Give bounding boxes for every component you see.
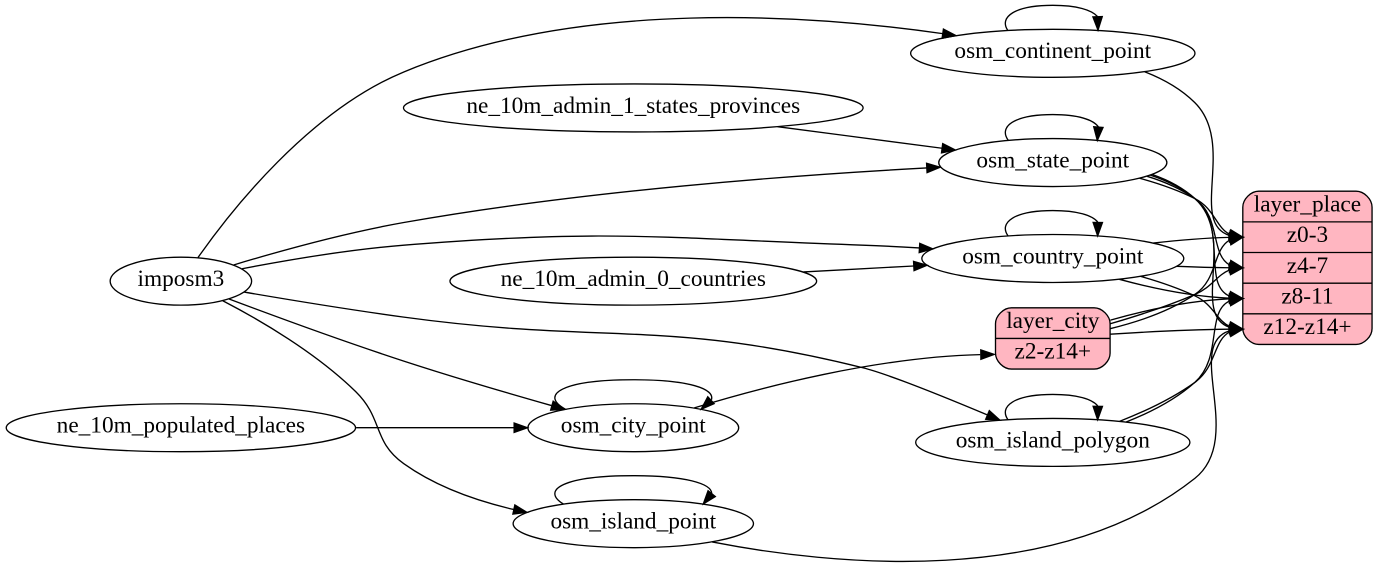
svg-text:osm_continent_point: osm_continent_point	[954, 38, 1151, 64]
svg-text:osm_city_point: osm_city_point	[561, 413, 706, 439]
svg-text:z8-11: z8-11	[1281, 283, 1333, 309]
svg-text:ne_10m_admin_1_states_province: ne_10m_admin_1_states_provinces	[466, 93, 800, 119]
svg-text:imposm3: imposm3	[138, 266, 225, 292]
svg-text:z4-7: z4-7	[1287, 253, 1328, 279]
svg-text:z2-z14+: z2-z14+	[1015, 339, 1092, 365]
svg-text:ne_10m_populated_places: ne_10m_populated_places	[57, 413, 305, 439]
svg-text:osm_island_point: osm_island_point	[550, 509, 716, 535]
svg-text:layer_city: layer_city	[1006, 308, 1099, 334]
svg-text:ne_10m_admin_0_countries: ne_10m_admin_0_countries	[501, 266, 766, 292]
svg-text:z12-z14+: z12-z14+	[1263, 314, 1351, 340]
svg-text:osm_island_polygon: osm_island_polygon	[956, 427, 1150, 453]
svg-text:z0-3: z0-3	[1287, 222, 1328, 248]
svg-text:osm_state_point: osm_state_point	[976, 147, 1129, 173]
svg-text:osm_country_point: osm_country_point	[962, 243, 1144, 269]
svg-text:layer_place: layer_place	[1254, 191, 1361, 217]
